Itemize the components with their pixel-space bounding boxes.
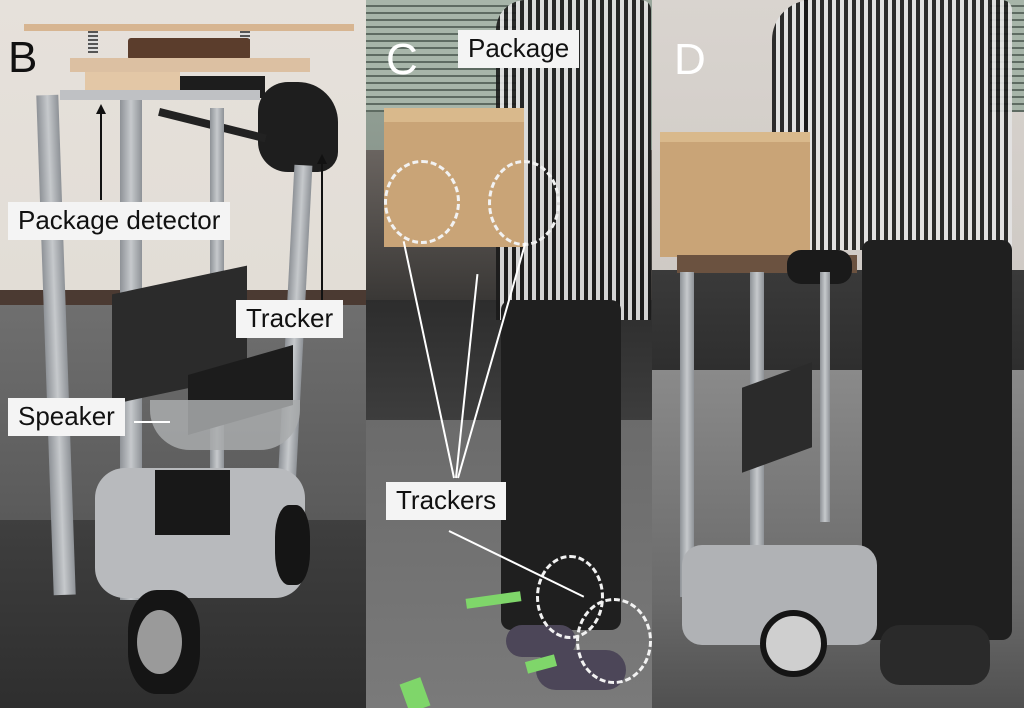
package-detector-arrow — [100, 112, 102, 200]
pole — [36, 94, 76, 596]
wheel — [760, 610, 827, 677]
top-board — [24, 24, 354, 31]
label-tracker: Tracker — [236, 300, 344, 338]
shoes — [880, 625, 990, 685]
wheel-right — [275, 505, 310, 585]
panel-letter-c: C — [386, 35, 418, 84]
tracker-highlight-circle — [536, 555, 604, 639]
arrowhead-up-icon — [317, 154, 327, 164]
panel-letter-d: D — [674, 35, 706, 84]
mini-pc — [155, 470, 230, 535]
wheel-hub — [137, 610, 182, 674]
tracker-highlight-circle — [576, 598, 652, 684]
tracker-arrow — [402, 241, 455, 479]
floor-tape — [399, 677, 431, 708]
panel-c-user-holding-package-photo: C Package Trackers — [366, 0, 652, 708]
label-speaker: Speaker — [8, 398, 125, 436]
panel-letter-b: B — [8, 33, 38, 82]
label-package-detector: Package detector — [8, 202, 231, 240]
tracker-arrow — [321, 162, 323, 302]
wood-board — [70, 58, 310, 72]
spring-left — [88, 31, 98, 53]
pole — [680, 272, 694, 597]
panel-d-user-with-robot-photo: D — [652, 0, 1024, 708]
arrowhead-up-icon — [96, 104, 106, 114]
vive-tracker-icon — [787, 250, 852, 284]
acrylic-plate — [150, 400, 300, 450]
pants — [862, 240, 1012, 640]
label-package: Package — [458, 30, 580, 68]
sensor-pad — [128, 38, 250, 60]
plaid-shirt — [772, 0, 1012, 250]
aluminum-plate — [60, 90, 260, 100]
pole — [820, 272, 830, 522]
label-trackers: Trackers — [386, 482, 507, 520]
speaker-arrow — [134, 421, 170, 423]
tracker-highlight-circle — [384, 160, 460, 244]
cardboard-package — [660, 132, 810, 257]
tracker-highlight-circle — [488, 160, 560, 246]
panel-b-robot-photo: B Package detector Tracker Speaker — [0, 0, 366, 708]
